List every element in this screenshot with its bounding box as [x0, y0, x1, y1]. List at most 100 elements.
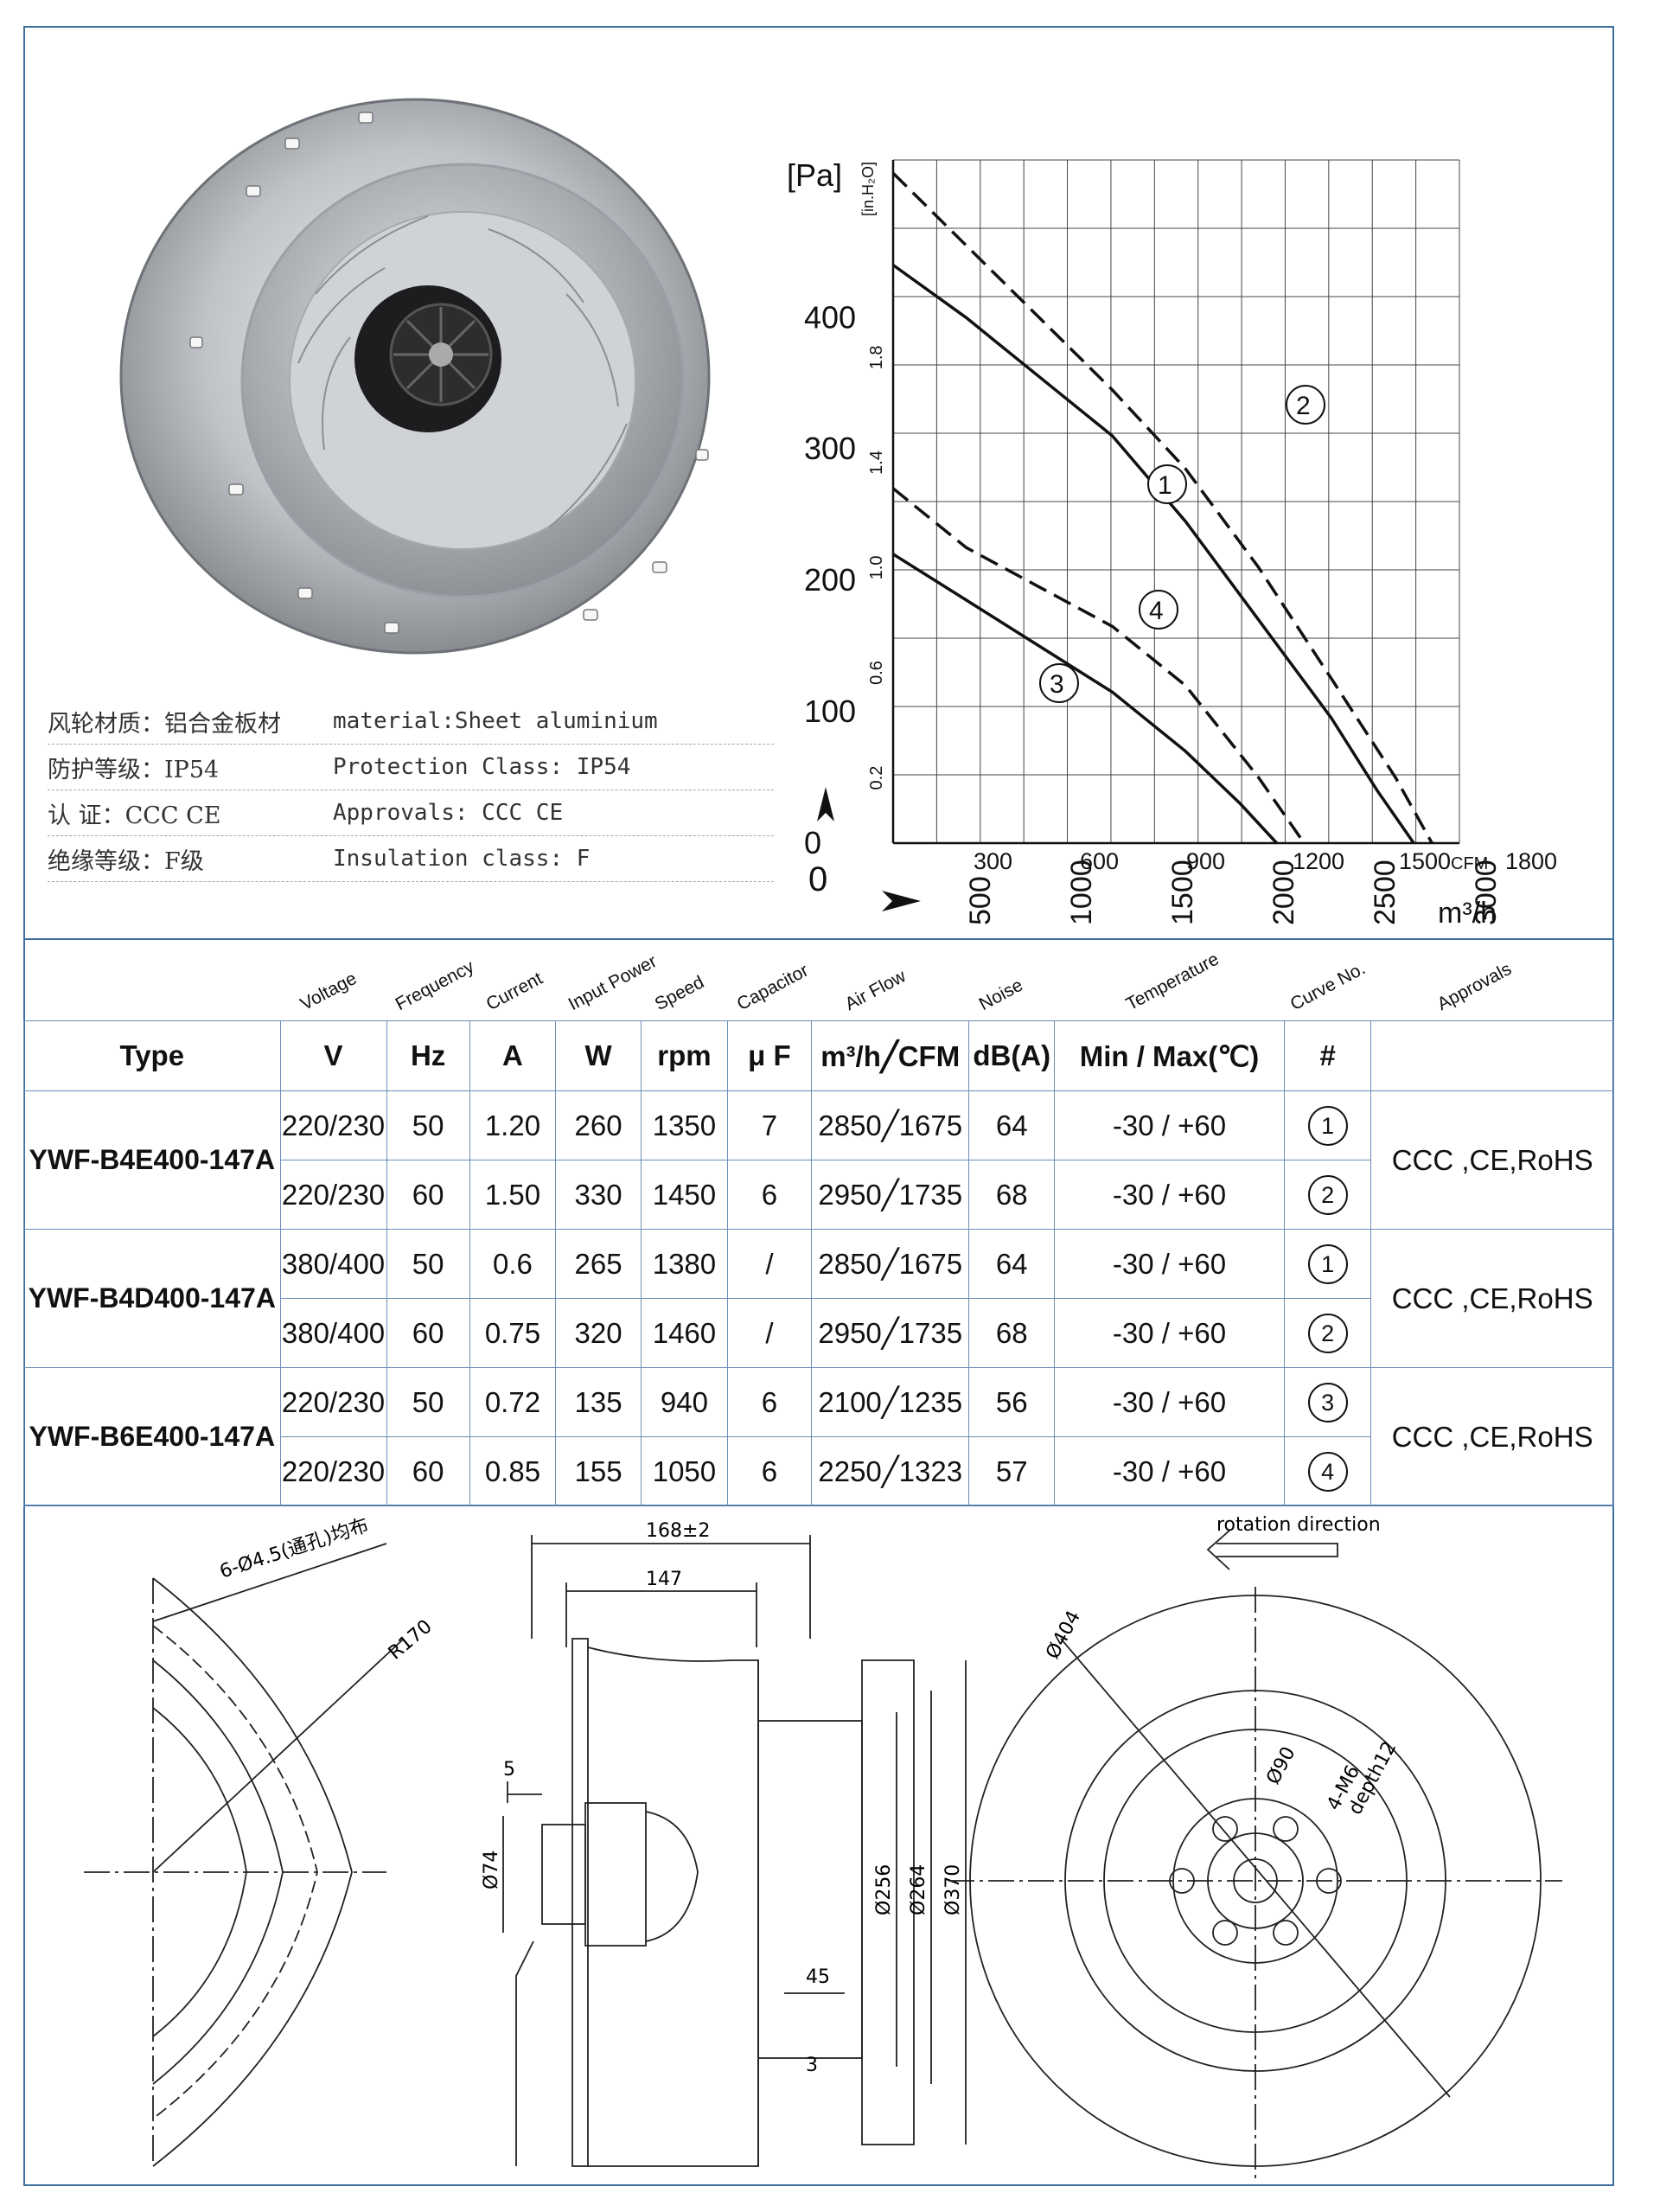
col-type: Type	[23, 1020, 281, 1091]
table-cell: 260	[555, 1090, 642, 1160]
x-arrow-icon	[882, 891, 921, 911]
rotated-header: Frequency	[392, 956, 478, 1015]
spec-en: Approvals: CCC CE	[333, 800, 564, 826]
x-tick-label-cfm: 1800	[1505, 848, 1557, 874]
table-cell: 2100╱1235	[811, 1367, 970, 1437]
y-tick-label: 400	[804, 299, 856, 335]
table-cell: 50	[386, 1229, 470, 1299]
table-cell: /	[726, 1298, 813, 1368]
side-view	[502, 1535, 967, 2167]
table-cell: 1380	[641, 1229, 728, 1299]
type-cell: YWF-B4E400-147A	[23, 1090, 281, 1230]
x-tick-label-m3h: 1000	[1065, 860, 1098, 925]
curve-no-cell: 3	[1283, 1367, 1372, 1437]
performance-chart: [Pa][in.H₂O]01002003004000.20.61.01.41.8…	[787, 157, 1557, 930]
curve-no-cell: 2	[1283, 1298, 1372, 1368]
spec-zh: 防护等级：IP54	[48, 756, 220, 783]
table-header-row: Type V Hz A W rpm μ F m³/h╱CFM dB(A) Min…	[23, 1020, 1614, 1091]
col-temp: Min / Max(℃)	[1054, 1020, 1285, 1091]
series-line-1	[891, 264, 1415, 844]
table-cell: 64	[968, 1229, 1056, 1299]
table-cell: 6	[726, 1367, 813, 1437]
y2-tick-label: 0.6	[867, 661, 886, 685]
table-cell: 1460	[641, 1298, 728, 1368]
x-tick-label-cfm: 1200	[1293, 848, 1344, 874]
y2-tick-label: 1.4	[867, 451, 886, 475]
dim-256-label: Ø256	[873, 1864, 895, 1915]
rotated-header: Air Flow	[841, 966, 910, 1015]
x-tick-label-m3h: 2000	[1267, 860, 1300, 925]
spec-zh: 认 证：CCC CE	[48, 802, 221, 829]
technical-drawings: 6-Ø4.5(通孔)均布 R170 168±2 147 5 Ø74 Ø256 Ø…	[84, 1514, 1562, 2183]
curve-label: 2	[1296, 392, 1311, 420]
table-cell: 330	[555, 1160, 642, 1230]
curve-label: 4	[1149, 597, 1164, 625]
type-cell: YWF-B4D400-147A	[23, 1229, 281, 1368]
spec-list: 风轮材质：铝合金板材 material:Sheet aluminium 防护等级…	[48, 699, 774, 882]
rotated-header: Input Power	[565, 951, 661, 1015]
mounting-view	[84, 1543, 405, 2167]
x-tick-label-cfm: 600	[1080, 848, 1119, 874]
curve-label: 1	[1158, 471, 1172, 500]
table-cell: 2850╱1675	[811, 1229, 970, 1299]
spec-zh: 绝缘等级：F级	[48, 847, 204, 875]
table-cell: 380/400	[279, 1229, 387, 1299]
table-cell: 68	[968, 1298, 1056, 1368]
spec-row: 绝缘等级：F级 Insulation class: F	[48, 836, 774, 882]
spec-row: 风轮材质：铝合金板材 material:Sheet aluminium	[48, 699, 774, 745]
spec-row: 认 证：CCC CE Approvals: CCC CE	[48, 790, 774, 836]
table-cell: 60	[386, 1160, 470, 1230]
x-axis-title-m3h: m³/h	[1438, 897, 1497, 930]
y-tick-label: 200	[804, 562, 856, 598]
y-tick-label: 100	[804, 694, 856, 729]
approvals-cell: CCC ,CE,RoHS	[1370, 1229, 1614, 1368]
table-cell: -30 / +60	[1054, 1436, 1285, 1506]
table-cell: -30 / +60	[1054, 1160, 1285, 1230]
dim-168-label: 168±2	[646, 1520, 710, 1542]
x-tick-label-cfm: 900	[1186, 848, 1225, 874]
table-cell: 1450	[641, 1160, 728, 1230]
y2-tick-label: 1.8	[867, 345, 886, 369]
approvals-cell: CCC ,CE,RoHS	[1370, 1367, 1614, 1506]
table-cell: 220/230	[279, 1367, 387, 1437]
spec-en: Insulation class: F	[333, 846, 591, 872]
table-cell: 2950╱1735	[811, 1298, 970, 1368]
spec-table: Type V Hz A W rpm μ F m³/h╱CFM dB(A) Min…	[23, 1020, 1614, 1506]
table-cell: -30 / +60	[1054, 1229, 1285, 1299]
x-tick-label-m3h: 3000	[1470, 860, 1503, 925]
table-cell: 135	[555, 1367, 642, 1437]
table-cell: 220/230	[279, 1436, 387, 1506]
x-tick-label-m3h: 500	[964, 876, 997, 925]
curve-number: 3	[1307, 1382, 1348, 1422]
table-cell: 0.6	[469, 1229, 557, 1299]
type-cell: YWF-B6E400-147A	[23, 1367, 281, 1506]
series-line-2	[891, 171, 1433, 844]
curve-marker	[1147, 464, 1187, 504]
table-cell: 7	[726, 1090, 813, 1160]
table-cell: 68	[968, 1160, 1056, 1230]
holes-label: 6-Ø4.5(通孔)均布	[217, 1514, 371, 1582]
col-noise: dB(A)	[968, 1020, 1056, 1091]
col-rpm: rpm	[641, 1020, 728, 1091]
curve-label: 3	[1050, 670, 1064, 699]
col-v: V	[279, 1020, 387, 1091]
col-airflow: m³/h╱CFM	[811, 1020, 970, 1091]
spec-en: material:Sheet aluminium	[333, 708, 658, 734]
table-cell: 0.72	[469, 1367, 557, 1437]
col-hz: Hz	[386, 1020, 470, 1091]
table-cell: 1.50	[469, 1160, 557, 1230]
table-cell: 2950╱1735	[811, 1160, 970, 1230]
table-cell: 60	[386, 1298, 470, 1368]
spec-zh: 风轮材质：铝合金板材	[48, 710, 281, 738]
table-cell: 0.75	[469, 1298, 557, 1368]
table-cell: 1.20	[469, 1090, 557, 1160]
table-cell: -30 / +60	[1054, 1367, 1285, 1437]
table-cell: 2250╱1323	[811, 1436, 970, 1506]
table-cell: 320	[555, 1298, 642, 1368]
rotated-header: Noise	[975, 975, 1026, 1015]
rotated-header: Curve No.	[1286, 958, 1369, 1015]
curve-no-cell: 1	[1283, 1090, 1372, 1160]
rotation-label: rotation direction	[1216, 1514, 1381, 1536]
origin-label: 0	[808, 860, 827, 898]
